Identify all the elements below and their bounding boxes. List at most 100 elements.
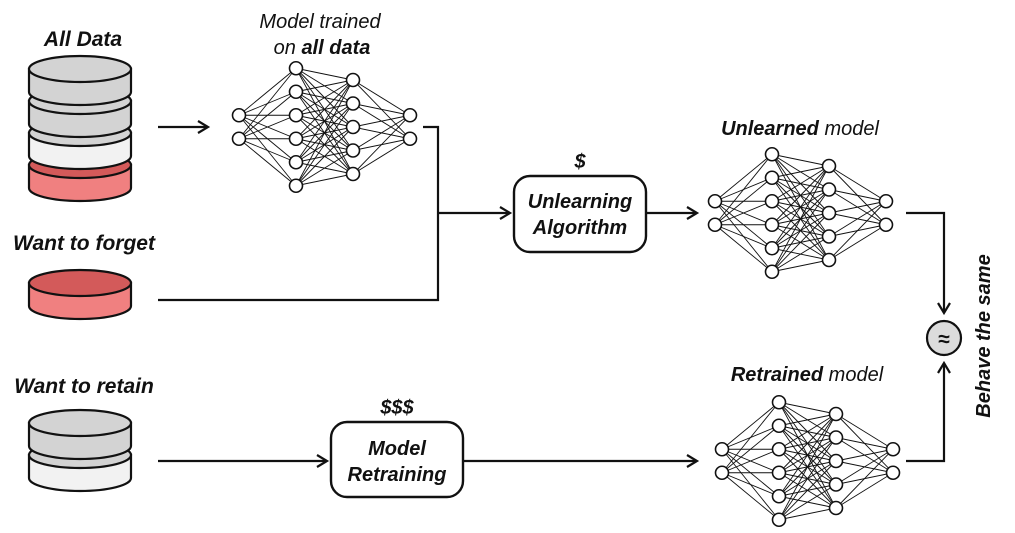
network-edge [771, 165, 830, 226]
network-edge [714, 224, 773, 249]
all-data-database-icon [27, 54, 133, 203]
network-node [828, 500, 844, 516]
network-edge [714, 153, 773, 226]
network-edge [295, 103, 354, 187]
unlearning-algorithm-box [512, 174, 648, 254]
trained-model-network-icon [231, 60, 418, 194]
network-edge [238, 138, 297, 163]
network-node [764, 264, 780, 280]
network-edge [714, 177, 773, 226]
network-node [345, 143, 361, 158]
network-node [828, 430, 844, 445]
network-edge [714, 224, 773, 273]
network-node [764, 217, 780, 233]
network-node [764, 193, 780, 209]
network-node [771, 465, 787, 481]
network-node [878, 193, 894, 209]
database-layer-top [27, 54, 133, 84]
retain-data-label: Want to retain [14, 375, 154, 398]
retrained-model-caption: Retrained model [731, 364, 884, 386]
network-node [821, 158, 837, 174]
unlearned-model-caption: Unlearned model [721, 118, 879, 140]
database-layer-top [27, 268, 133, 298]
network-edge [721, 401, 780, 474]
network-edge [771, 153, 830, 167]
network-node [288, 60, 304, 76]
network-node [885, 441, 901, 457]
network-node [764, 240, 780, 256]
unlearned-to-compare-arrow [906, 211, 951, 316]
network-edge [828, 200, 887, 214]
network-edge [771, 165, 830, 272]
network-edge [828, 189, 887, 202]
network-edge [295, 79, 354, 116]
network-node [821, 182, 837, 197]
trained-model-caption-line1: Model trained [259, 11, 381, 33]
network-edge [295, 79, 354, 93]
network-edge [828, 165, 887, 202]
network-edge [352, 138, 411, 175]
network-edge [295, 126, 354, 187]
network-node [707, 217, 723, 233]
forget-data-label: Want to forget [13, 232, 156, 255]
network-edge [835, 448, 894, 509]
network-edge [771, 165, 830, 202]
network-edge [778, 507, 837, 521]
network-edge [295, 67, 354, 81]
unlearned-model-caption-bold: Unlearned [721, 118, 820, 140]
network-node [231, 131, 247, 147]
network-node [878, 217, 894, 233]
network-node [402, 107, 418, 123]
network-node [771, 488, 787, 504]
network-edge [295, 150, 354, 187]
retrained-model-network-icon [714, 394, 901, 528]
retain-data-database-icon [27, 408, 133, 493]
network-edge [835, 448, 894, 462]
trained-model-caption-bold: all data [301, 37, 370, 59]
network-edge [778, 413, 837, 450]
network-node [821, 252, 837, 268]
network-edge [771, 259, 830, 273]
network-edge [778, 437, 837, 521]
network-edge [835, 413, 894, 450]
network-node [288, 131, 304, 147]
retrained-model-caption-normal: model [823, 364, 884, 386]
network-edge [778, 413, 837, 474]
model-retraining-line1: Model [368, 438, 426, 460]
network-edge [835, 448, 894, 485]
network-node [771, 418, 787, 434]
network-edge [352, 114, 411, 151]
network-edge [721, 425, 780, 474]
network-edge [828, 200, 887, 261]
network-node [764, 146, 780, 162]
network-node [885, 465, 901, 481]
network-edge [721, 472, 780, 497]
network-node [764, 170, 780, 186]
approx-equal-symbol: ≈ [938, 328, 950, 351]
model-retraining-box [329, 420, 465, 499]
network-edge [721, 472, 780, 521]
trained-model-caption-line2: on all data [274, 37, 371, 59]
network-edge [714, 153, 773, 202]
network-node [288, 154, 304, 170]
network-node [714, 465, 730, 481]
network-edge [238, 67, 297, 140]
network-edge [771, 165, 830, 179]
approx-equal-icon [925, 319, 963, 357]
network-edge [771, 212, 830, 273]
network-edge [771, 165, 830, 249]
network-edge [828, 200, 887, 237]
network-edge [778, 484, 837, 521]
network-edge [771, 236, 830, 273]
network-node [288, 107, 304, 123]
network-node [231, 107, 247, 123]
network-edge [238, 91, 297, 140]
network-edge [352, 114, 411, 128]
network-node [402, 131, 418, 147]
network-edge [778, 401, 837, 415]
retrained-model-caption-bold: Retrained [731, 364, 824, 386]
network-edge [352, 114, 411, 175]
network-edge [352, 79, 411, 116]
behave-same-label: Behave the same [973, 254, 995, 417]
network-node [821, 229, 837, 244]
